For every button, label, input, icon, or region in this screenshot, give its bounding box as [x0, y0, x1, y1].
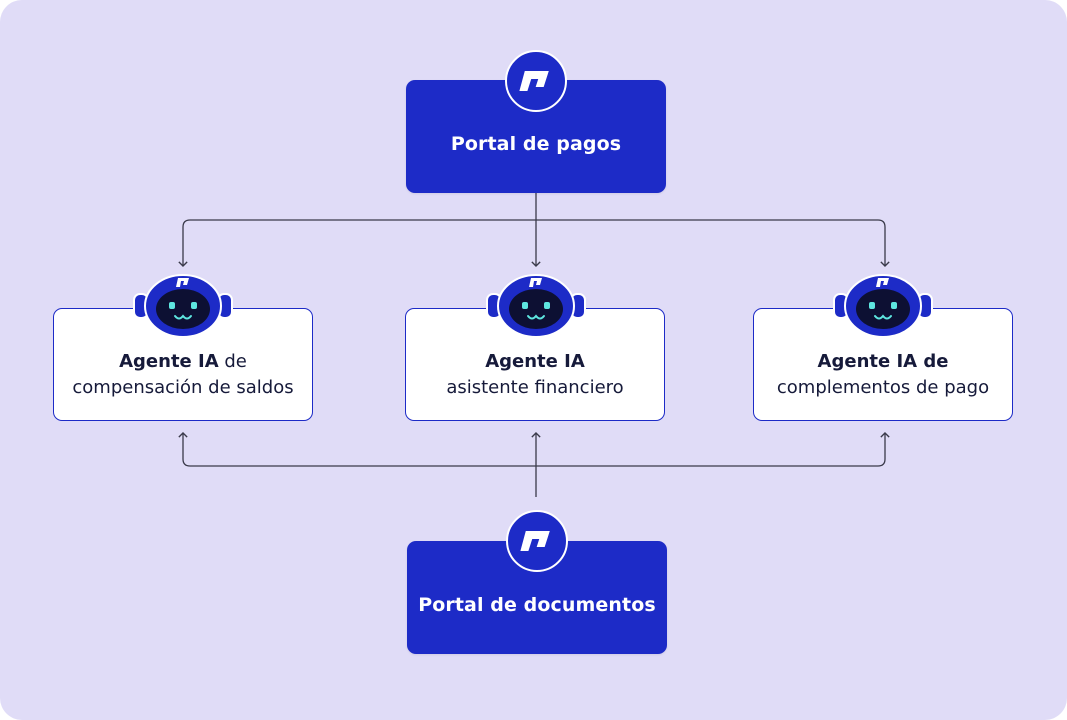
- agent-card-line2: complementos de pago: [776, 377, 990, 398]
- portal-pagos-node: Portal de pagos: [406, 80, 666, 193]
- agent-card-bold: Agente IA: [485, 351, 585, 372]
- portal-documentos-node: Portal de documentos: [407, 541, 667, 654]
- connector-pagos-left: [178, 219, 536, 267]
- connector-pagos-right: [536, 219, 890, 267]
- agent-card-text: Agente IA asistente financiero: [406, 349, 664, 401]
- agent-card-text: Agente IA de complementos de pago: [754, 349, 1012, 401]
- agent-card-line2: asistente financiero: [446, 377, 624, 398]
- agent-card-bold: Agente IA: [119, 351, 219, 372]
- robot-icon: [133, 274, 233, 336]
- connector-docs-left: [178, 432, 536, 467]
- connector-docs-right: [536, 432, 890, 467]
- agent-card-text: Agente IA de compensación de saldos: [54, 349, 312, 401]
- agent-card-line2: compensación de saldos: [72, 377, 294, 398]
- portal-pagos-title: Portal de pagos: [450, 132, 622, 155]
- brand-logo-icon: [505, 50, 567, 112]
- brand-logo-icon: [506, 510, 568, 572]
- portal-documentos-title: Portal de documentos: [418, 593, 656, 616]
- agent-card-bold: Agente IA de: [817, 351, 949, 372]
- robot-icon: [833, 274, 933, 336]
- robot-icon: [486, 274, 586, 336]
- agent-card-line1-rest: de: [218, 351, 247, 372]
